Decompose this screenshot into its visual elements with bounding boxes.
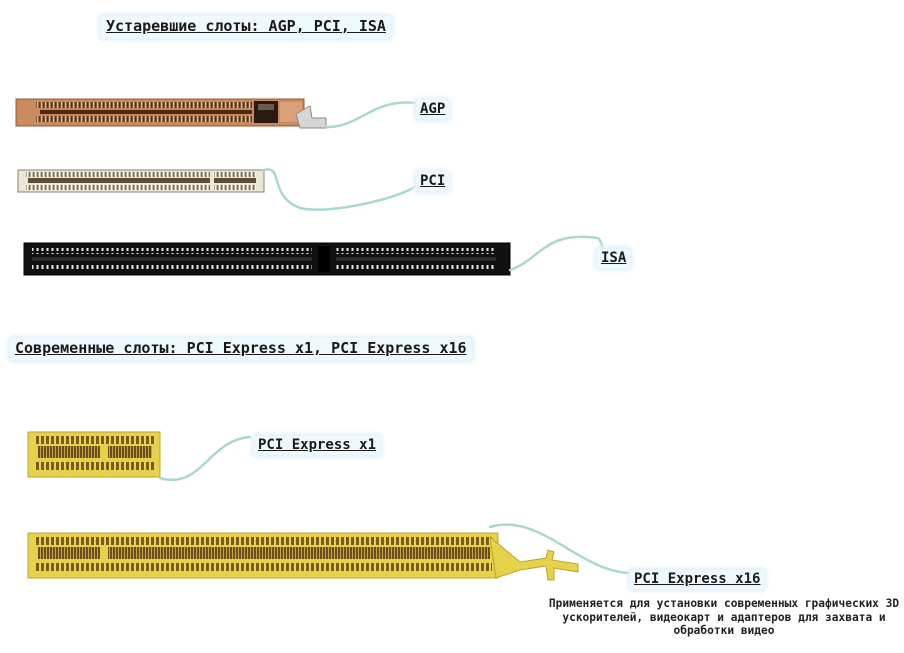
pcie-x1-label: PCI Express x1 bbox=[254, 436, 381, 455]
legacy-slots-heading: Устаревшие слоты: AGP, PCI, ISA bbox=[101, 16, 391, 38]
pcie-x16-label: PCI Express x16 bbox=[630, 570, 765, 589]
isa-label: ISA bbox=[597, 249, 631, 268]
pcie-x1-slot bbox=[27, 431, 161, 478]
pcie-x16-slot bbox=[27, 532, 579, 581]
modern-slots-heading: Современные слоты: PCI Express x1, PCI E… bbox=[10, 338, 472, 360]
agp-label: AGP bbox=[416, 100, 450, 119]
pci-slot bbox=[17, 169, 265, 193]
isa-slot bbox=[23, 242, 511, 276]
agp-slot bbox=[15, 98, 327, 129]
pcie-x16-description: Применяется для установки современных гр… bbox=[548, 597, 900, 637]
pci-label: PCI bbox=[416, 172, 450, 191]
